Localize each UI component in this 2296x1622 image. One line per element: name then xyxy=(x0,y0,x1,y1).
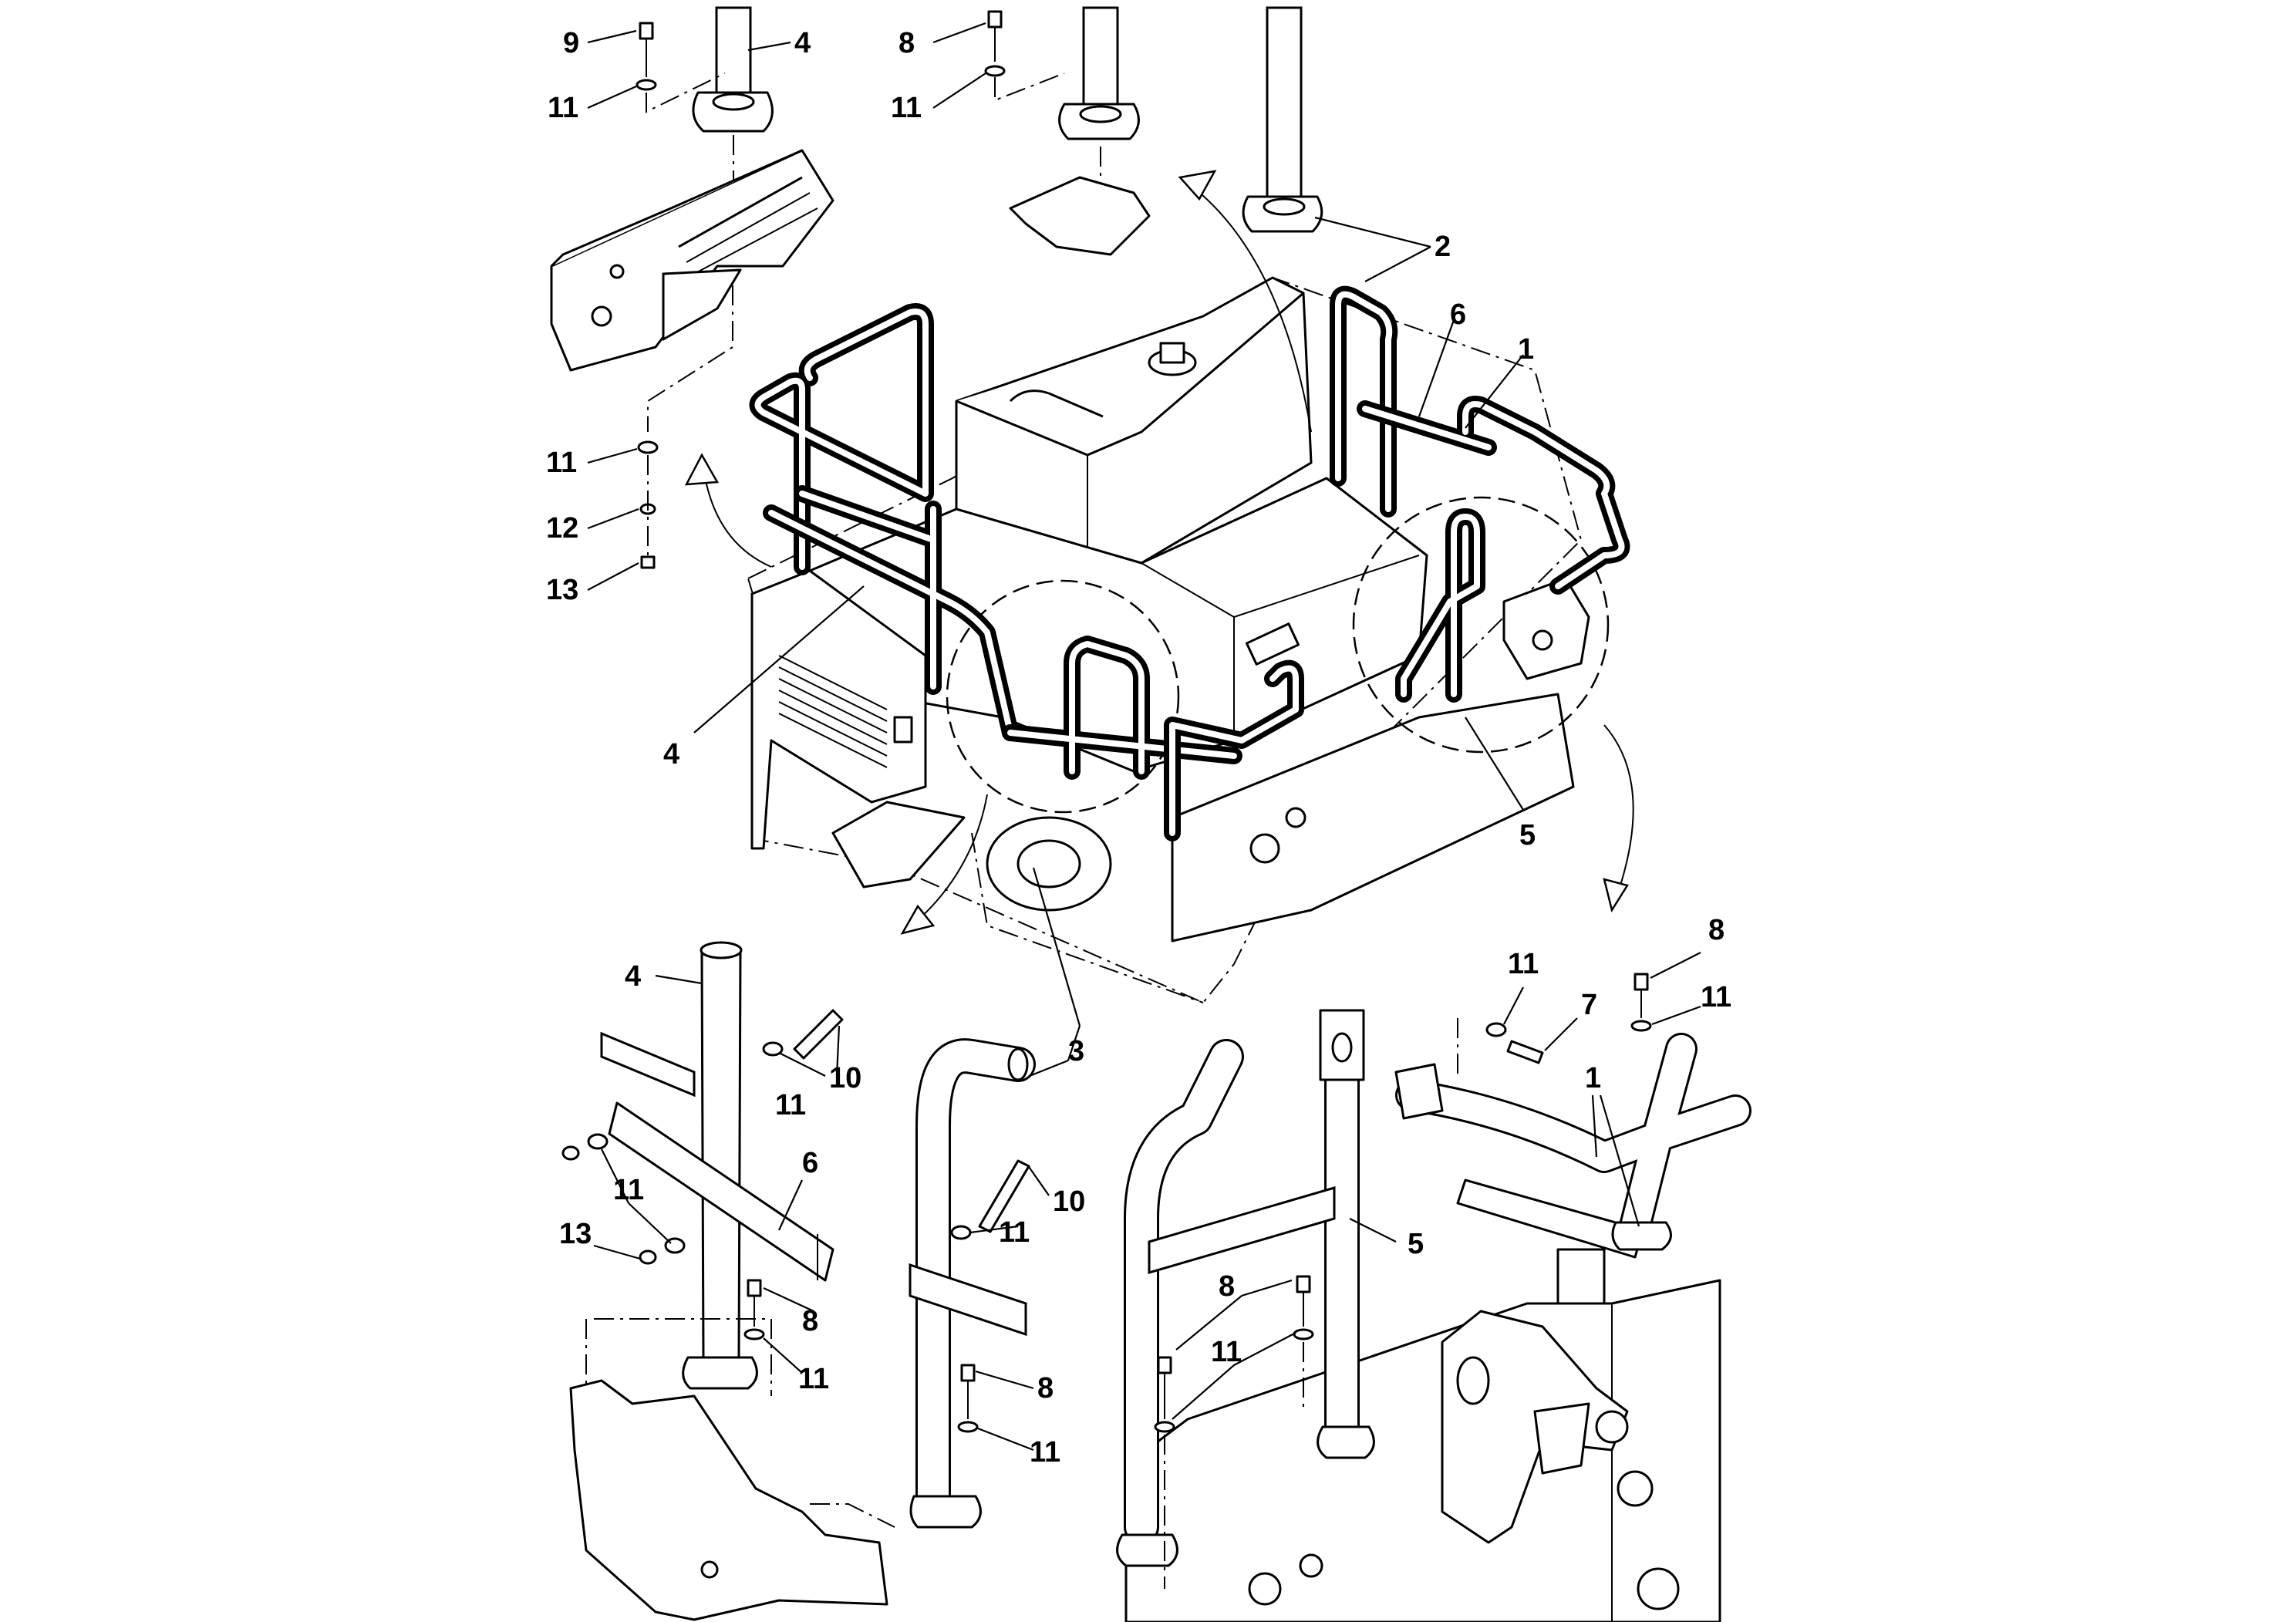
callout-11: 11 xyxy=(1508,948,1539,980)
callout-8: 8 xyxy=(802,1305,818,1337)
callout-labels: 9 4 11 8 11 2 6 1 11 12 13 4 5 4 10 11 6… xyxy=(546,27,1731,1469)
callout-4: 4 xyxy=(625,960,641,993)
leader-lines xyxy=(587,22,1701,1452)
callout-11: 11 xyxy=(798,1363,829,1395)
rail-3-assembly xyxy=(810,1038,1036,1529)
callout-5: 5 xyxy=(1519,819,1536,851)
callout-1: 1 xyxy=(1585,1062,1601,1094)
hinge-cover-assembly xyxy=(550,6,834,569)
callout-11: 11 xyxy=(775,1089,806,1121)
bottom-right-assembly xyxy=(1116,973,1752,1622)
callout-7: 7 xyxy=(1581,989,1597,1021)
callout-10: 10 xyxy=(1053,1185,1085,1218)
callout-4: 4 xyxy=(794,27,811,59)
callout-8: 8 xyxy=(1708,914,1725,946)
bottom-left-assembly xyxy=(561,941,888,1621)
callout-11: 11 xyxy=(1211,1336,1242,1368)
callout-9: 9 xyxy=(563,27,579,59)
callout-8: 8 xyxy=(899,27,915,59)
callout-11: 11 xyxy=(546,447,577,479)
callout-11: 11 xyxy=(613,1174,644,1206)
direction-arrows xyxy=(684,170,1634,935)
grille xyxy=(778,655,913,768)
callout-4: 4 xyxy=(663,738,679,771)
callout-11: 11 xyxy=(1701,981,1731,1013)
callout-13: 13 xyxy=(559,1218,592,1250)
callout-10: 10 xyxy=(829,1062,861,1094)
machine-body xyxy=(747,276,1590,1004)
callout-6: 6 xyxy=(802,1147,818,1179)
callout-6: 6 xyxy=(1450,298,1466,331)
callout-8: 8 xyxy=(1219,1270,1235,1303)
callout-11: 11 xyxy=(999,1216,1030,1249)
detail-circle-left xyxy=(946,579,1180,814)
callout-8: 8 xyxy=(1037,1372,1054,1404)
callout-13: 13 xyxy=(546,574,578,606)
callout-5: 5 xyxy=(1408,1228,1424,1260)
callout-11: 11 xyxy=(1030,1436,1060,1469)
detail-circle-right xyxy=(1352,496,1610,754)
top-mid-post-assembly xyxy=(984,6,1323,256)
handrails xyxy=(749,285,1630,841)
callout-12: 12 xyxy=(546,512,578,545)
callout-2: 2 xyxy=(1435,231,1451,263)
callout-3: 3 xyxy=(1068,1035,1084,1067)
callout-11: 11 xyxy=(891,92,922,124)
callout-11: 11 xyxy=(548,92,578,124)
callout-1: 1 xyxy=(1518,333,1534,366)
